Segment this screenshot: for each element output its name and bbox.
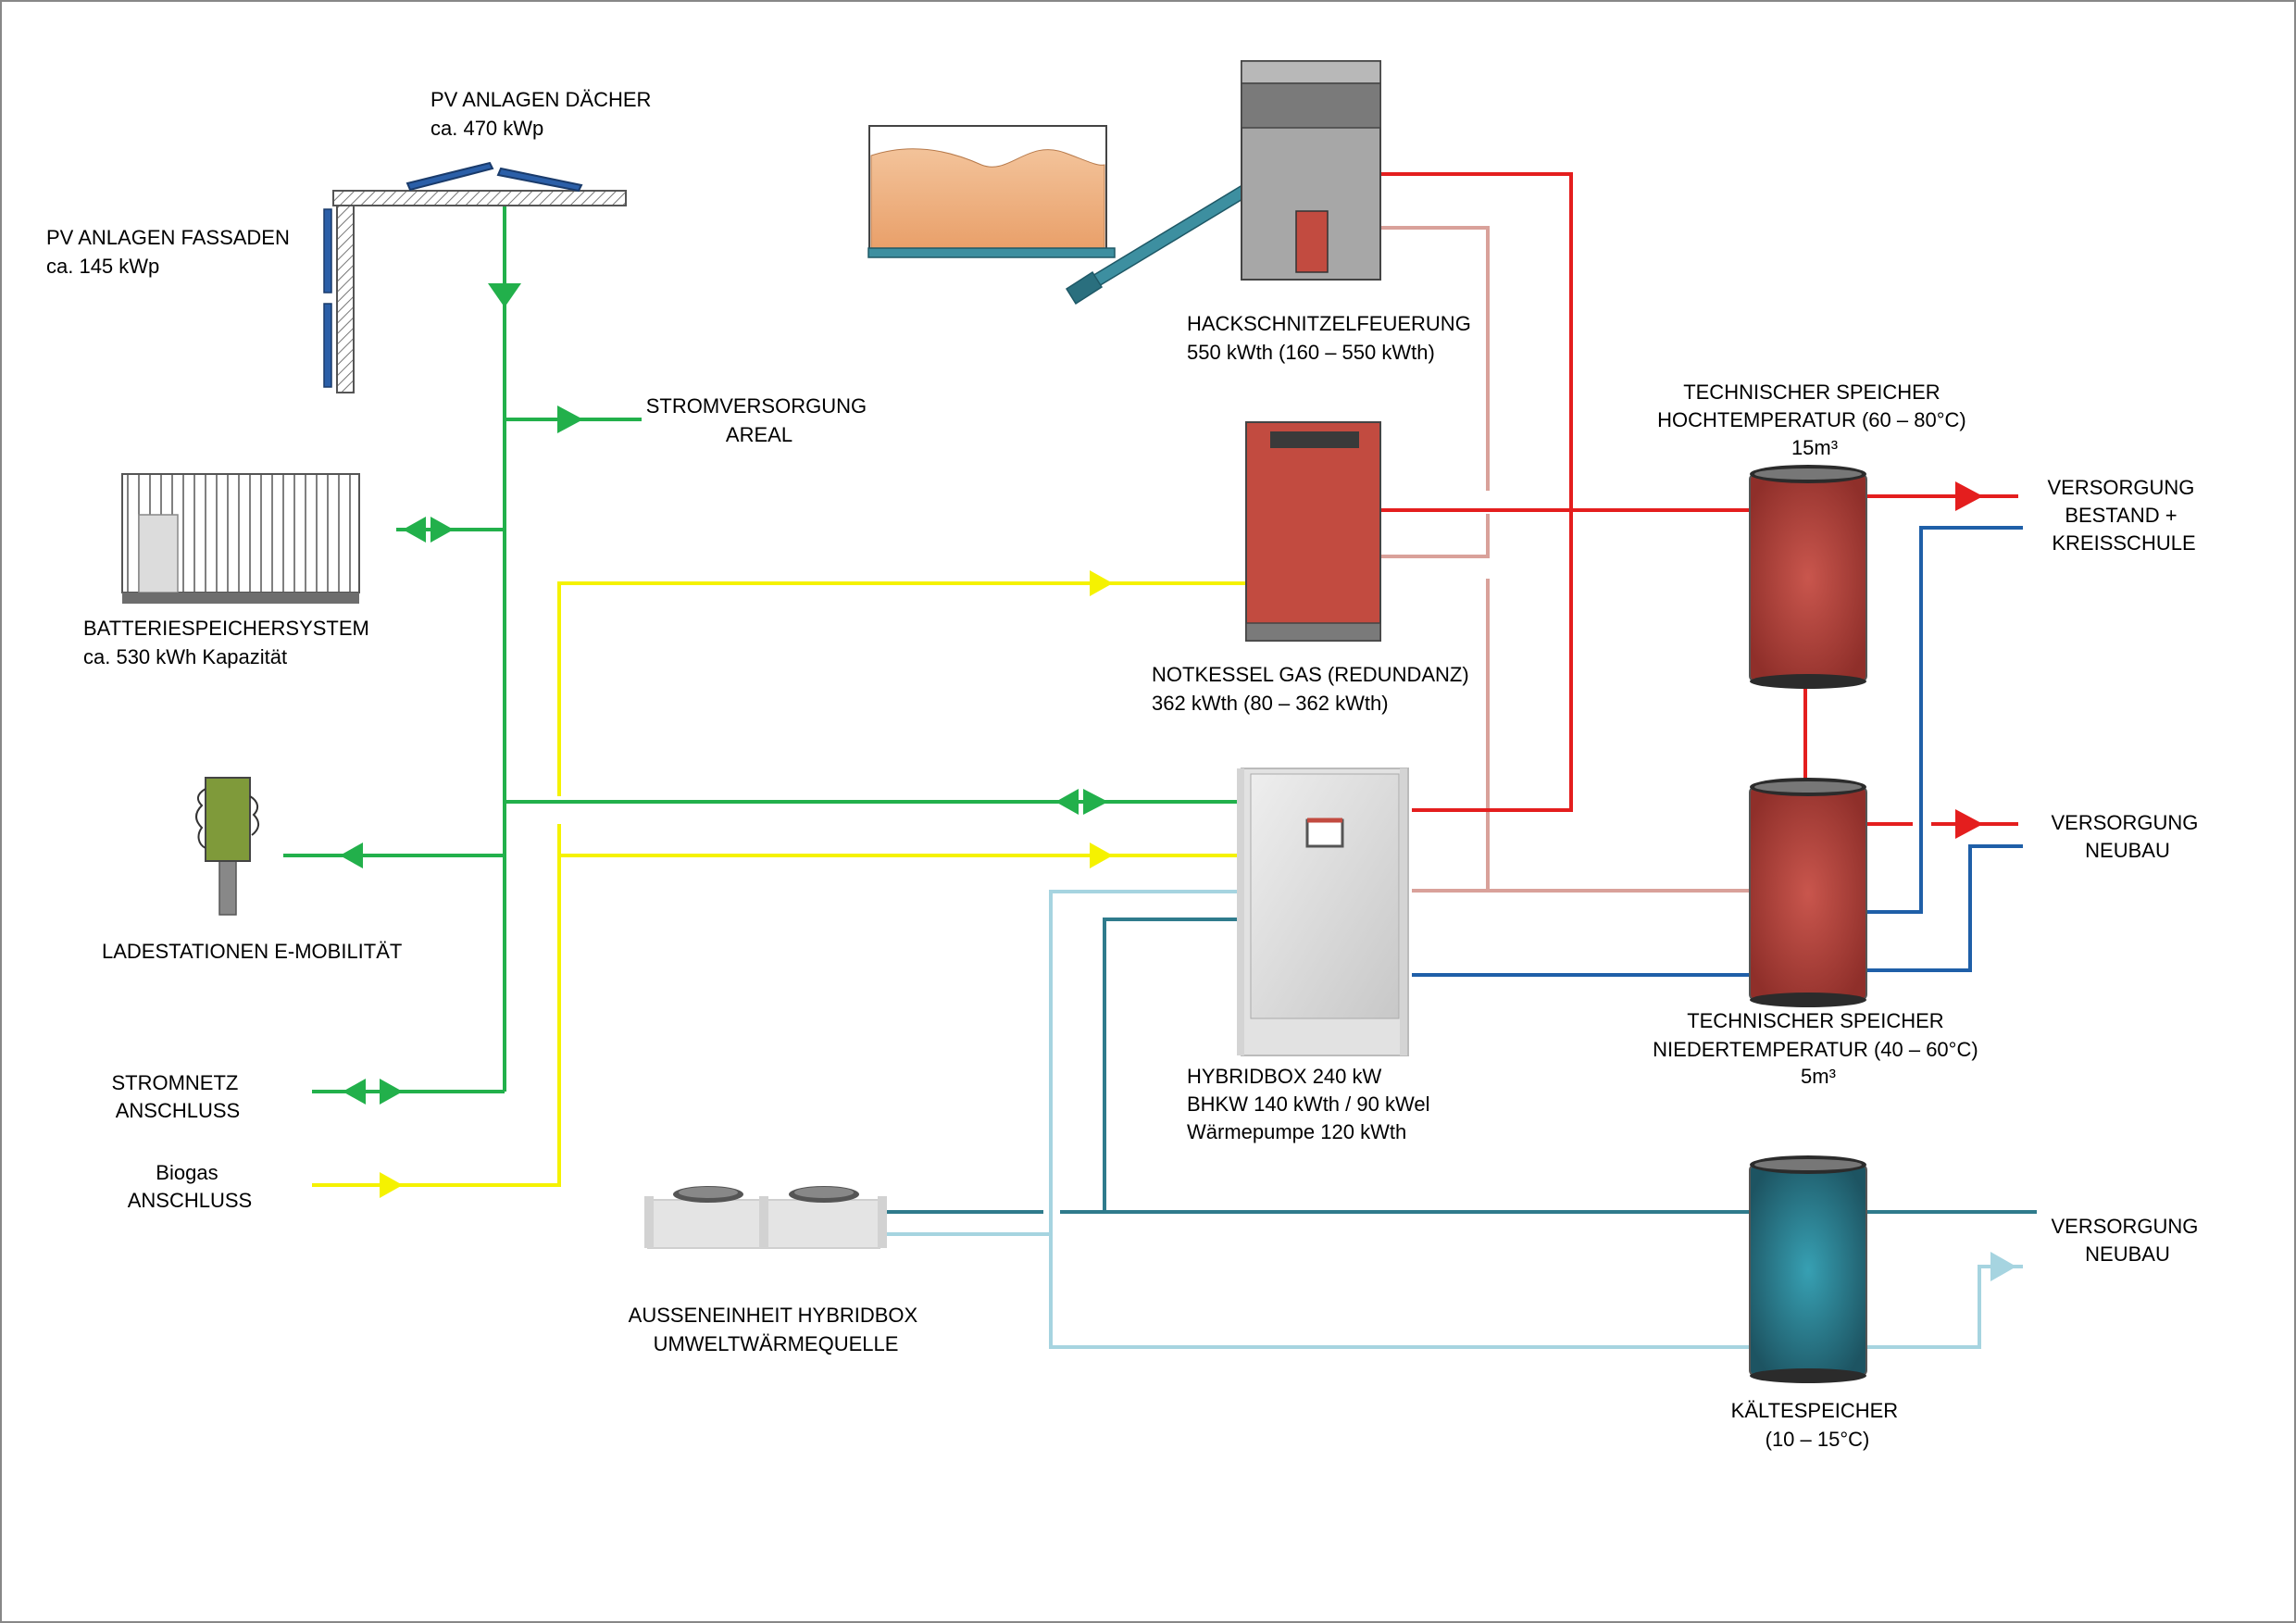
cooling-dark-lines	[884, 918, 2037, 1214]
pv-facade-panel-top	[323, 208, 332, 293]
hot-supply-arrows	[1955, 481, 1983, 839]
charging-arrow	[340, 843, 363, 868]
label-supply-new-heat: VERSORGUNG NEUBAU	[2051, 811, 2203, 862]
label-grid: STROMNETZ ANSCHLUSS	[111, 1071, 243, 1122]
battery-base	[122, 593, 359, 604]
biogas-arrows	[380, 570, 1113, 1198]
grid-arrow-right	[380, 1079, 403, 1105]
label-hybridbox: HYBRIDBOX 240 kW BHKW 140 kWth / 90 kWel…	[1187, 1065, 1436, 1143]
grid-arrow-left	[343, 1079, 366, 1105]
battery-storage	[121, 473, 360, 604]
battery-arrow-left	[403, 517, 426, 543]
pv-roof-panel-right	[496, 167, 583, 193]
chip-boiler	[1241, 60, 1381, 281]
hybridbox-arrow-left	[1055, 789, 1079, 815]
chip-boiler-door	[1295, 210, 1329, 273]
pv-system	[323, 161, 627, 393]
hybridbox-arrow-right	[1083, 789, 1108, 815]
label-chip-boiler: HACKSCHNITZELFEUERUNG 550 kWth (160 – 55…	[1187, 312, 1477, 364]
label-outdoor-unit: AUSSENEINHEIT HYBRIDBOX UMWELTWÄRMEQUELL…	[629, 1304, 924, 1355]
cold-storage-tank	[1749, 1155, 1867, 1383]
label-cold-storage: KÄLTESPEICHER (10 – 15°C)	[1731, 1399, 1904, 1451]
stromversorgung-arrow	[557, 406, 583, 433]
label-supply-new-cold: VERSORGUNG NEUBAU	[2051, 1215, 2203, 1266]
hybridbox	[1237, 768, 1409, 1056]
biogas-arrow-hybridbox	[1090, 843, 1113, 868]
electricity-arrows	[340, 283, 1108, 1105]
label-supply-existing: VERSORGUNG BESTAND + KREISSCHULE	[2047, 476, 2200, 555]
label-biogas: Biogas ANSCHLUSS	[128, 1161, 252, 1212]
biogas-arrow-gas-boiler	[1090, 570, 1113, 596]
label-pv-facade: PV ANLAGEN FASSADEN ca. 145 kWp	[46, 226, 295, 278]
pv-down-arrow	[488, 283, 521, 307]
supply-new-heat-arrow	[1955, 809, 1983, 839]
lt-storage-tank	[1749, 778, 1867, 1007]
gas-boiler	[1245, 421, 1381, 642]
pv-roof-panel-left	[406, 161, 494, 192]
label-power-supply: STROMVERSORGUNG AREAL	[646, 394, 872, 446]
battery-arrow-right	[430, 517, 454, 543]
biogas-arrow-inlet	[380, 1172, 403, 1198]
charging-station	[195, 777, 259, 916]
label-gas-boiler: NOTKESSEL GAS (REDUNDANZ) 362 kWth (80 –…	[1152, 663, 1475, 715]
pv-facade-panel-bottom	[323, 303, 332, 388]
outdoor-unit	[644, 1186, 887, 1249]
roof-slab	[332, 190, 627, 206]
label-charging: LADESTATIONEN E-MOBILITÄT	[102, 940, 402, 963]
facade-wall	[336, 205, 355, 393]
hot-return-lines	[1381, 226, 1750, 893]
supply-new-cold-arrow	[1990, 1252, 2016, 1281]
low-return-lines	[1412, 526, 2023, 977]
chip-conveyor-floor	[867, 247, 1116, 258]
label-ht-storage: TECHNISCHER SPEICHER HOCHTEMPERATUR (60 …	[1657, 381, 1972, 459]
battery-door	[138, 514, 179, 593]
label-pv-roof: PV ANLAGEN DÄCHER ca. 470 kWp	[430, 88, 657, 140]
label-battery: BATTERIESPEICHERSYSTEM ca. 530 kWh Kapaz…	[83, 617, 375, 668]
label-lt-storage: TECHNISCHER SPEICHER NIEDERTEMPERATUR (4…	[1653, 1009, 1984, 1088]
ht-storage-tank	[1749, 465, 1867, 689]
supply-existing-arrow	[1955, 481, 1983, 511]
hot-supply-lines	[1381, 172, 2018, 826]
electricity-lines	[283, 206, 1245, 1093]
